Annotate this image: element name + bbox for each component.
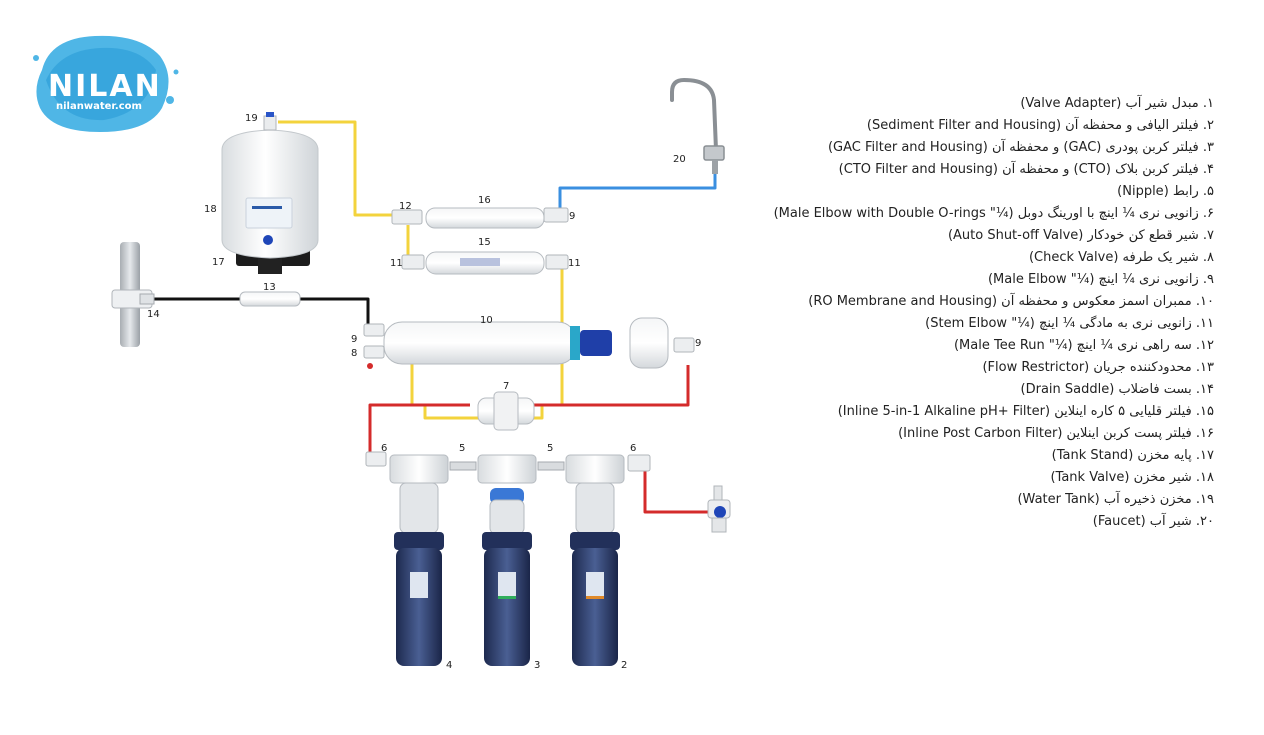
label-2: 2 <box>621 660 627 671</box>
alkaline-filter <box>401 251 569 275</box>
flow-restrictor <box>239 291 301 307</box>
red-tube-inlet <box>643 470 708 514</box>
red-tube-left <box>368 403 470 455</box>
legend-item: ۲۰. شیر آب (Faucet) <box>1092 514 1214 529</box>
legend-item: ۲. فیلتر الیافی و محفظه آن (Sediment Fil… <box>866 118 1214 133</box>
label-8: 8 <box>351 348 357 359</box>
elbow-right <box>627 454 651 472</box>
legend-item: ۱. مبدل شیر آب (Valve Adapter) <box>1020 96 1214 111</box>
blue-tube-faucet <box>558 170 717 210</box>
gac-filter-housing <box>477 454 537 666</box>
label-3: 3 <box>534 660 540 671</box>
nilan-logo: NILAN nilanwater.com <box>33 35 179 133</box>
label-9-top: 9 <box>569 211 575 222</box>
label-19: 19 <box>245 113 258 124</box>
label-17: 17 <box>212 257 225 268</box>
label-9-right: 9 <box>695 338 701 349</box>
legend-item: ۱۵. فیلتر قلیایی ۵ کاره اینلاین (Inline … <box>837 404 1214 419</box>
water-tank <box>221 112 319 274</box>
label-11-right: 11 <box>568 258 581 269</box>
legend-item: ۱۲. سه راهی نری ¼ اینچ (¼" Male Tee Run) <box>953 338 1214 353</box>
label-4: 4 <box>446 660 452 671</box>
legend-item: ۱۹. مخزن ذخیره آب (Water Tank) <box>1017 492 1214 507</box>
post-carbon-filter <box>391 207 569 229</box>
auto-shutoff-valve <box>477 391 535 431</box>
legend-item: ۶. زانویی نری ¼ اینچ با اورینگ دوبل (¼" … <box>773 206 1214 221</box>
legend-item: ۱۸. شیر مخزن (Tank Valve) <box>1050 470 1214 485</box>
label-7: 7 <box>503 381 509 392</box>
ro-membrane-housing <box>363 317 695 369</box>
label-13: 13 <box>263 282 276 293</box>
drain-pipe <box>111 242 155 347</box>
legend-item: ۱۳. محدودکننده جریان (Flow Restrictor) <box>982 360 1214 375</box>
label-9-left: 9 <box>351 334 357 345</box>
label-10: 10 <box>480 315 493 326</box>
label-18: 18 <box>204 204 217 215</box>
elbow-left <box>365 451 387 467</box>
faucet <box>670 77 725 174</box>
logo-site-text: nilanwater.com <box>56 101 142 112</box>
tubing <box>150 120 717 514</box>
red-tube-right <box>530 365 690 407</box>
filter-housings <box>365 451 651 666</box>
parts-legend: ۱. مبدل شیر آب (Valve Adapter) ۲. فیلتر … <box>740 93 1214 533</box>
label-6-left: 6 <box>381 443 387 454</box>
valve-adapter <box>707 485 731 533</box>
legend-item: ۵. رابط (Nipple) <box>1117 184 1214 199</box>
label-5-right: 5 <box>547 443 553 454</box>
nipple-left <box>449 461 477 471</box>
label-20: 20 <box>673 154 686 165</box>
black-tube-drain-2 <box>300 297 370 325</box>
legend-item: ۴. فیلتر کربن بلاک (CTO) و محفظه آن (CTO… <box>838 162 1214 177</box>
label-5-left: 5 <box>459 443 465 454</box>
cto-filter-housing <box>389 454 449 666</box>
legend-item: ۱۰. ممبران اسمز معکوس و محفظه آن (RO Mem… <box>808 294 1214 309</box>
legend-item: ۱۶. فیلتر پست کربن اینلاین (Inline Post … <box>898 426 1214 441</box>
label-14: 14 <box>147 309 160 320</box>
part-number-labels: 19 18 17 14 13 12 16 9 11 15 11 20 9 8 1… <box>147 113 701 671</box>
label-6-right: 6 <box>630 443 636 454</box>
nipple-right <box>537 461 565 471</box>
legend-item: ۸. شیر یک طرفه (Check Valve) <box>1028 250 1214 265</box>
label-15: 15 <box>478 237 491 248</box>
logo-brand-text: NILAN <box>48 69 162 104</box>
label-11-left: 11 <box>390 258 403 269</box>
legend-item: ۱۴. بست فاضلاب (Drain Saddle) <box>1020 382 1214 397</box>
legend-item: ۱۱. زانویی نری به مادگی ¼ اینچ (¼" Stem … <box>925 316 1214 331</box>
yellow-tube-tank <box>278 120 392 217</box>
label-16: 16 <box>478 195 491 206</box>
label-12: 12 <box>399 201 412 212</box>
legend-item: ۱۷. پایه مخزن (Tank Stand) <box>1051 448 1214 463</box>
legend-item: ۳. فیلتر کربن پودری (GAC) و محفظه آن (GA… <box>827 140 1214 155</box>
sediment-filter-housing <box>565 454 625 666</box>
legend-item: ۷. شیر قطع کن خودکار (Auto Shut-off Valv… <box>947 228 1214 243</box>
legend-item: ۹. زانویی نری ¼ اینچ (¼" Male Elbow) <box>987 272 1214 287</box>
